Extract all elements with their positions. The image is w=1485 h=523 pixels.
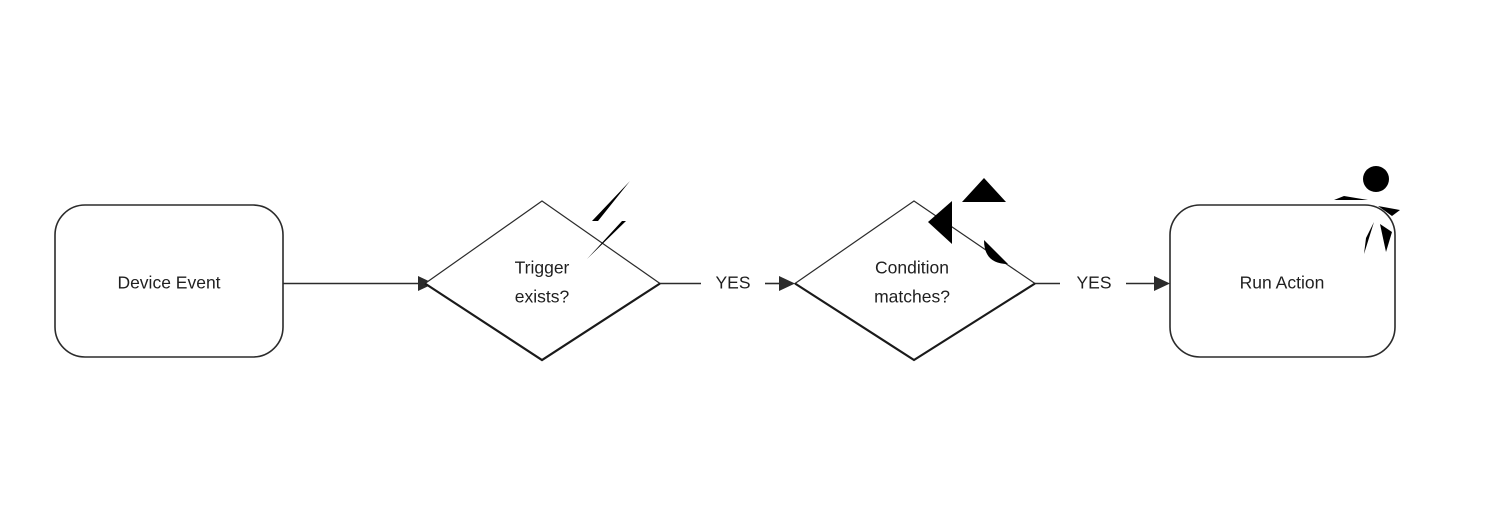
condition-matches-diamond-emphasis — [794, 282, 1036, 362]
device-event-label: Device Event — [117, 273, 220, 293]
condition-matches-diamond[interactable] — [793, 200, 1037, 361]
branch-arrows-icon — [928, 178, 1008, 264]
run-action-label: Run Action — [1240, 273, 1325, 293]
condition-matches-label-line2: matches? — [874, 287, 950, 307]
run-action-box[interactable] — [1169, 204, 1396, 358]
node-device-event[interactable]: Device Event — [54, 204, 284, 358]
lightning-bolt-icon — [587, 181, 630, 259]
edge-condition-to-action: YES — [1035, 273, 1170, 293]
edge-label-yes-1: YES — [715, 273, 750, 293]
trigger-exists-label-line1: Trigger — [515, 258, 570, 278]
node-condition-matches[interactable]: Condition matches? — [793, 200, 1037, 362]
node-trigger-exists[interactable]: Trigger exists? — [423, 200, 662, 362]
node-run-action[interactable]: Run Action — [1169, 204, 1396, 358]
trigger-exists-label-line2: exists? — [515, 287, 570, 307]
edge-device-to-trigger — [283, 276, 434, 291]
arrow-head-icon — [779, 276, 795, 291]
arrow-head-icon — [1154, 276, 1170, 291]
condition-matches-label-line1: Condition — [875, 258, 949, 278]
edge-label-yes-2: YES — [1076, 273, 1111, 293]
device-event-box[interactable] — [54, 204, 284, 358]
trigger-exists-diamond[interactable] — [423, 200, 662, 361]
edge-trigger-to-condition: YES — [660, 273, 795, 293]
running-person-icon — [1328, 166, 1400, 254]
trigger-exists-diamond-emphasis — [424, 282, 661, 362]
